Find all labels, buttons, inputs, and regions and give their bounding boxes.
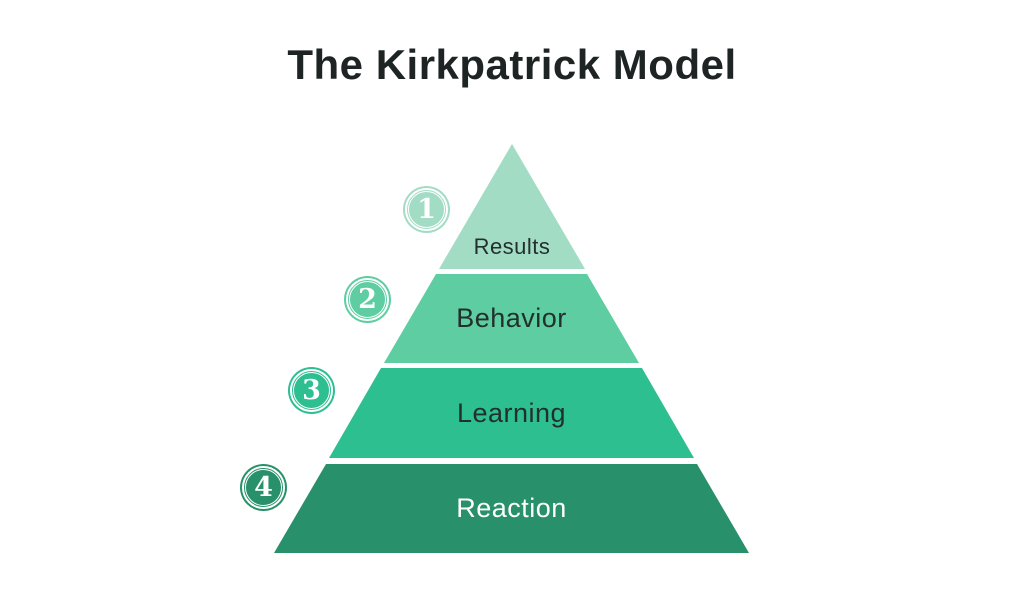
level-4-number: 4 [254, 472, 273, 503]
pyramid-level-learning: Learning [329, 368, 694, 458]
pyramid-level-reaction: Reaction [274, 464, 749, 553]
level-2-number: 2 [358, 284, 377, 315]
pyramid-level-learning-label: Learning [456, 397, 567, 428]
pyramid-level-results-label: Results [473, 234, 551, 259]
pyramid-level-behavior: Behavior [384, 274, 639, 363]
level-1-number: 1 [417, 194, 436, 225]
pyramid-level-results: Results [439, 144, 585, 269]
pyramid-level-reaction-label: Reaction [456, 493, 567, 523]
level-4-number-badge: 4 [240, 464, 287, 511]
level-3-number-badge: 3 [288, 367, 335, 414]
pyramid-level-behavior-label: Behavior [456, 303, 567, 333]
level-1-number-badge: 1 [403, 186, 450, 233]
level-2-number-badge: 2 [344, 276, 391, 323]
level-3-number: 3 [302, 375, 321, 406]
diagram-title: The Kirkpatrick Model [287, 41, 737, 88]
